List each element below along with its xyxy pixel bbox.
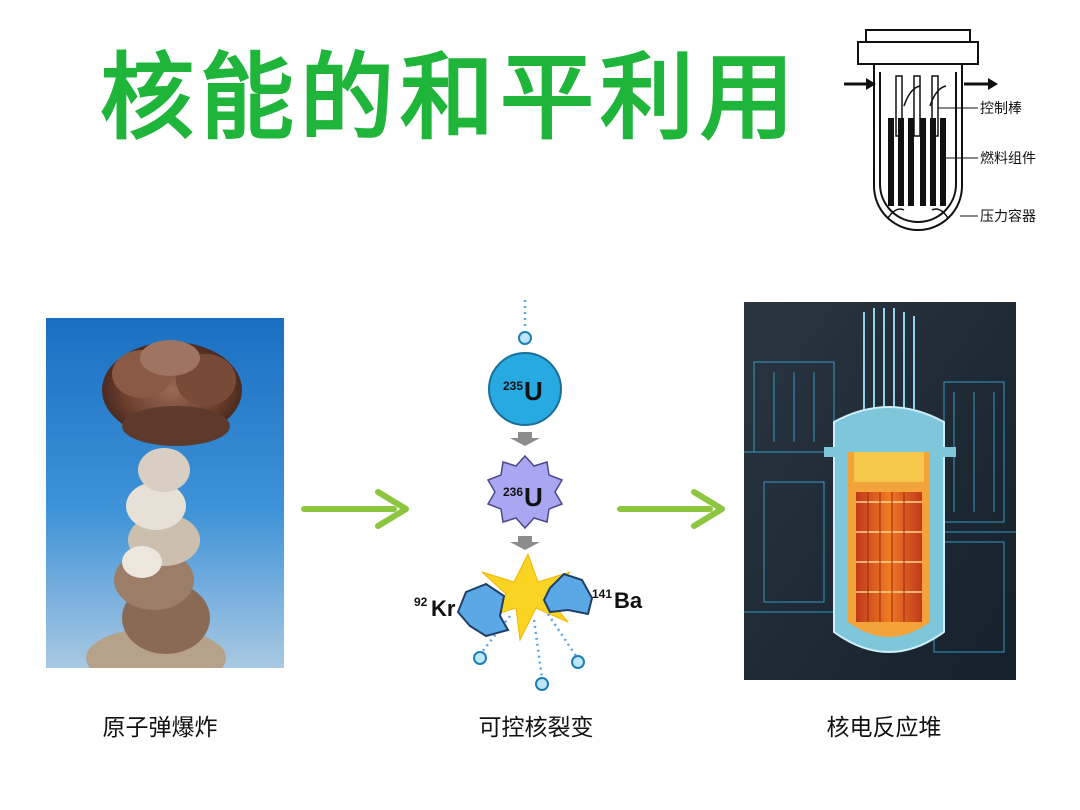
kr-symbol: Kr bbox=[431, 596, 456, 621]
control-rod-drives bbox=[863, 308, 915, 412]
down-arrow-2 bbox=[510, 536, 540, 550]
label-control-rod: 控制棒 bbox=[980, 101, 1022, 117]
neutron-1 bbox=[473, 651, 487, 665]
label-pressure-vessel: 压力容器 bbox=[980, 208, 1036, 225]
fission-flash bbox=[481, 552, 571, 642]
ba-fragment: 141 Ba bbox=[542, 572, 643, 616]
u235-mass: 235 bbox=[503, 379, 523, 393]
leader-lines bbox=[938, 107, 978, 217]
ba-mass: 141 bbox=[592, 587, 612, 601]
cloud-cap bbox=[102, 340, 242, 446]
label-fuel-assembly: 燃料组件 bbox=[980, 150, 1036, 167]
fuel-assemblies bbox=[888, 118, 946, 206]
flow-arrows bbox=[879, 85, 957, 219]
arrow-right-2 bbox=[617, 489, 725, 529]
page-title: 核能的和平利用 bbox=[100, 44, 801, 153]
outlet-arrow bbox=[964, 78, 998, 90]
neutron-trails bbox=[481, 613, 578, 679]
kr-fragment: 92 Kr bbox=[414, 582, 510, 638]
reactor-schematic: 控制棒 燃料组件 压力容器 bbox=[844, 29, 1036, 231]
u236-mass: 236 bbox=[503, 485, 523, 499]
u235-nucleus: 235 U bbox=[488, 352, 562, 426]
neutron-2 bbox=[535, 677, 549, 691]
fission-diagram: 235 U 236 U 92 Kr 141 Ba bbox=[414, 300, 643, 691]
arrow-right-1 bbox=[301, 489, 409, 529]
ba-symbol: Ba bbox=[614, 588, 643, 613]
cloud-stem bbox=[86, 448, 226, 668]
vessel bbox=[824, 406, 956, 653]
inlet-arrow bbox=[844, 78, 876, 90]
incoming-neutron bbox=[518, 300, 532, 345]
nuclear-reactor-photo bbox=[744, 302, 1016, 680]
u236-symbol: U bbox=[524, 482, 543, 512]
pressure-vessel bbox=[857, 29, 979, 231]
neutron-3 bbox=[571, 655, 585, 669]
caption-controlled-fission: 可控核裂变 bbox=[478, 715, 594, 741]
u235-symbol: U bbox=[524, 376, 543, 406]
atomic-explosion-photo bbox=[46, 318, 284, 668]
caption-nuclear-reactor: 核电反应堆 bbox=[826, 715, 942, 741]
down-arrow-1 bbox=[510, 432, 540, 446]
kr-mass: 92 bbox=[414, 595, 428, 609]
caption-atomic-bomb: 原子弹爆炸 bbox=[102, 715, 218, 741]
u236-nucleus: 236 U bbox=[486, 454, 564, 530]
